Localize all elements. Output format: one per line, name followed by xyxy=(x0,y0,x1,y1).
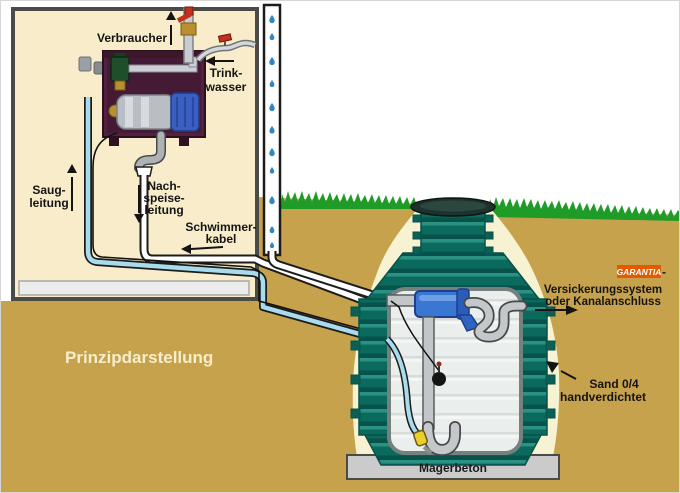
grass-left xyxy=(281,191,418,209)
overflow-siphon xyxy=(463,297,528,343)
float-cable xyxy=(92,132,384,336)
schwimmerkabel-arrow-left-icon xyxy=(181,244,224,254)
brand-badge-text: GARANTIA xyxy=(617,267,662,277)
brand-badge-suffix: - xyxy=(662,265,666,279)
label-trinkwasser-1: Trink- xyxy=(210,66,243,80)
filter-unit xyxy=(414,288,481,332)
float-switch-ball xyxy=(432,361,446,386)
label-versickerung-2: oder Kanalanschluss xyxy=(545,296,661,308)
cabinet-leg xyxy=(109,137,119,146)
label-schwimmerkabel-1: Schwimmer- xyxy=(185,220,256,234)
cabinet-leg xyxy=(179,137,189,146)
pressure-pipe xyxy=(128,64,198,73)
saugleitung-arrow-up-icon xyxy=(67,164,77,211)
suction-pump xyxy=(108,92,200,132)
rain-downpipe xyxy=(262,3,282,257)
calmed-inlet-pipe xyxy=(422,316,461,457)
storm-inlet-pipe xyxy=(267,251,387,304)
house-floor-slab xyxy=(18,280,250,296)
tap-valve xyxy=(217,33,233,43)
sand-arrow-upleft-icon xyxy=(546,361,577,380)
drinking-water-hose xyxy=(195,33,257,63)
versickerung-arrow-right-icon xyxy=(535,305,578,315)
nachspeiseleitung-arrow-down-icon xyxy=(134,185,144,223)
labels-layer: Verbraucher Trink- wasser Saug- leitung … xyxy=(29,11,666,475)
label-sand-2: handverdichtet xyxy=(560,390,646,404)
makeup-water-spout xyxy=(134,130,166,177)
consumer-pipe-and-valve xyxy=(176,6,197,64)
label-magerbeton: Magerbeton xyxy=(419,461,487,475)
label-trinkwasser-2: wasser xyxy=(205,80,247,94)
tank-cutaway-interior xyxy=(384,287,528,457)
label-nachspeiseleitung-3: leitung xyxy=(144,203,183,217)
verbraucher-arrow-up-icon xyxy=(166,11,176,45)
label-nachspeiseleitung-2: speise- xyxy=(143,191,184,205)
floating-suction-intake xyxy=(384,336,433,455)
label-versickerung-1: Versickerungssystem xyxy=(544,284,662,296)
label-sand-1: Sand 0/4 xyxy=(589,377,639,391)
trinkwasser-arrow-left-icon xyxy=(205,56,234,66)
brand-badge xyxy=(617,265,661,278)
label-saugleitung-1: Saug- xyxy=(32,183,65,197)
float-cable-inside xyxy=(390,300,440,372)
pump-cabinet xyxy=(102,50,206,146)
versickerung-label-group: GARANTIA - Versickerungssystem oder Kana… xyxy=(535,265,666,315)
label-schwimmerkabel-2: kabel xyxy=(206,232,237,246)
air-gap-funnel xyxy=(135,166,153,177)
label-saugleitung-2: leitung xyxy=(29,196,68,210)
wall-socket xyxy=(78,56,92,72)
label-verbraucher: Verbraucher xyxy=(97,31,167,45)
sand-label-group: Sand 0/4 handverdichtet xyxy=(546,361,646,404)
suction-line xyxy=(84,97,387,345)
float-intake-buoy xyxy=(413,429,428,447)
diagram-title: Prinzipdarstellung xyxy=(65,348,213,367)
label-nachspeiseleitung-1: Nach- xyxy=(147,179,180,193)
grass-right xyxy=(488,197,679,221)
makeup-water-line xyxy=(139,175,383,312)
